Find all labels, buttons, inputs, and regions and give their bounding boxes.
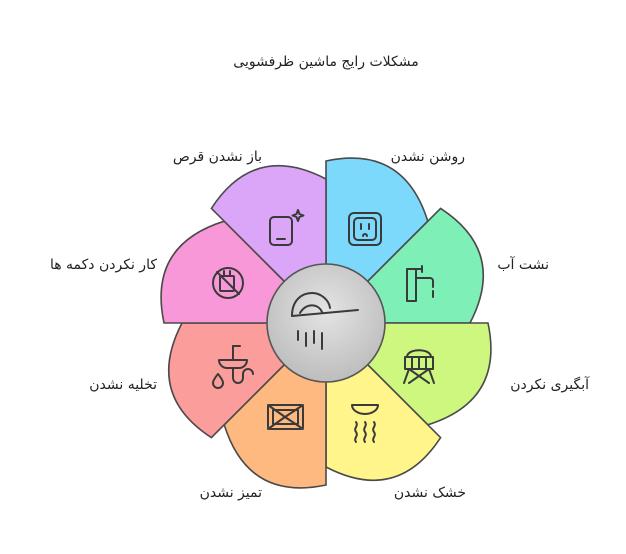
label-clean: تمیز نشدن [200,485,263,501]
dishwasher-spray-icon [291,292,359,350]
broken-button-icon [212,267,244,299]
center-hub [266,263,386,383]
faucet-icon [406,265,434,302]
label-buttons: کار نکردن دکمه ها [50,257,157,273]
heat-waves-icon [351,404,379,443]
water-tank-icon [403,349,435,384]
label-tablet: باز نشدن قرص [173,149,262,165]
tablet-sparkle-icon [269,209,305,246]
drain-pipe-icon [212,345,254,389]
label-dry: خشک نشدن [394,485,466,501]
label-leak: نشت آب [497,256,549,273]
dirty-dish-icon [267,404,304,430]
label-power: روشن نشدن [391,149,465,165]
label-fill: آبگیری نکردن [510,376,590,393]
power-outlet-icon [348,212,382,246]
diagram-title: مشکلات رایج ماشین ظرفشویی [233,54,418,70]
label-drain: تخلیه نشدن [89,377,157,393]
